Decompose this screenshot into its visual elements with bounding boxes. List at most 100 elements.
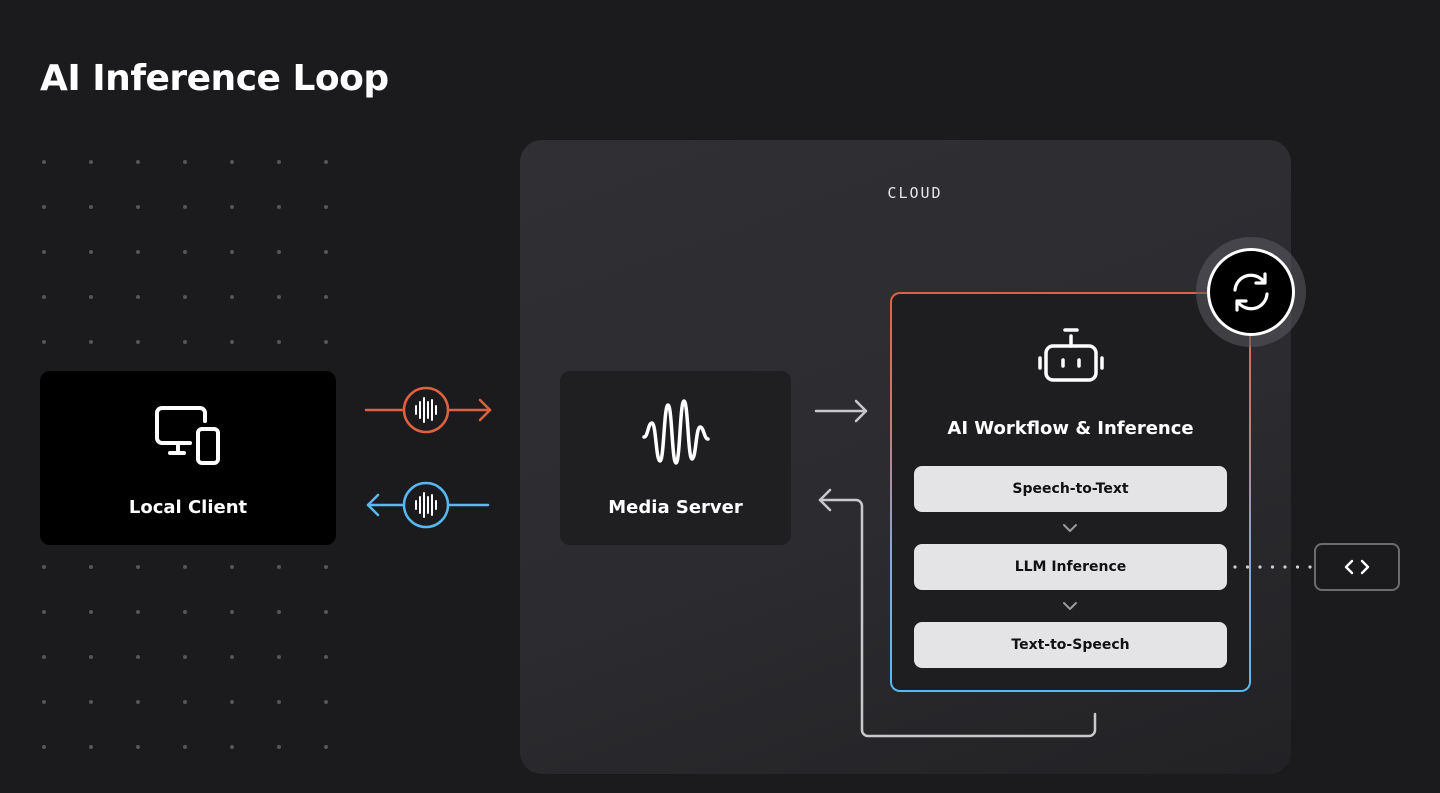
grid-dot [277,250,281,254]
refresh-icon [1233,272,1269,312]
grid-dot [183,250,187,254]
chevron-down-icon [1063,524,1077,532]
return-loop-arrow [818,498,1097,738]
grid-dot [230,160,234,164]
flow-connectors [814,399,1097,738]
grid-dot [89,565,93,569]
grid-dot [42,565,46,569]
grid-dot [230,610,234,614]
step-text-to-speech[interactable]: Text-to-Speech [914,622,1227,668]
grid-dot [277,205,281,209]
ai-workflow-label: AI Workflow & Inference [947,418,1194,439]
connector-dot [1308,565,1312,569]
grid-dot [324,340,328,344]
grid-dot [89,205,93,209]
robot-icon [1038,328,1104,382]
audio-stream-arrows [364,386,492,529]
media-server-node[interactable]: Media Server [560,371,791,545]
grid-dot [42,700,46,704]
connector-dot [1233,565,1237,569]
grid-dot [183,160,187,164]
grid-dot [230,745,234,749]
grid-dot [183,655,187,659]
grid-dot [277,160,281,164]
cloud-label: CLOUD [887,184,943,202]
sync-button[interactable] [1207,248,1295,336]
grid-dot [277,700,281,704]
waveform-icon [642,399,710,465]
grid-dot [324,205,328,209]
grid-dot [277,340,281,344]
grid-dot [89,700,93,704]
devices-icon [155,406,220,465]
dotted-connector [1233,565,1312,569]
grid-dot [230,250,234,254]
connector-dot [1295,565,1300,569]
grid-dot [42,295,46,299]
grid-dot [42,340,46,344]
grid-dot [89,655,93,659]
grid-dot [277,565,281,569]
grid-dot [183,205,187,209]
step-llm-inference[interactable]: LLM Inference [914,544,1227,590]
grid-dot [277,295,281,299]
grid-dot [136,295,140,299]
grid-dot [42,655,46,659]
grid-dot [89,160,93,164]
grid-dot [277,745,281,749]
page-title: AI Inference Loop [40,58,389,99]
grid-dot [183,700,187,704]
grid-dot [324,700,328,704]
grid-dot [89,745,93,749]
ai-workflow-node[interactable]: AI Workflow & Inference Speech-to-Text L… [890,292,1251,692]
local-client-node[interactable]: Local Client [40,371,336,545]
grid-dot [324,295,328,299]
grid-dot [136,340,140,344]
media-server-label: Media Server [608,497,743,518]
grid-dot [324,745,328,749]
grid-dot [324,160,328,164]
grid-dot [324,655,328,659]
grid-dot [324,565,328,569]
grid-dot [136,250,140,254]
grid-dot [42,205,46,209]
grid-dot [183,565,187,569]
grid-dot [42,745,46,749]
grid-dot [42,160,46,164]
incoming-audio-arrow [366,481,490,529]
grid-dot [183,295,187,299]
connector-dot [1270,565,1275,569]
connector-dot [1245,565,1250,569]
grid-dot [136,160,140,164]
code-icon [1344,559,1370,575]
grid-dot [230,340,234,344]
grid-dot [136,745,140,749]
grid-dot [324,250,328,254]
connector-dot [1283,565,1287,569]
grid-dot [89,250,93,254]
outgoing-audio-wave-icon [415,397,437,423]
grid-dot [136,610,140,614]
grid-dot [136,205,140,209]
code-button[interactable] [1314,543,1400,591]
dot-grid-decoration [42,160,328,749]
chevron-down-icon [1063,602,1077,610]
grid-dot [89,610,93,614]
grid-dot [42,250,46,254]
step-speech-to-text[interactable]: Speech-to-Text [914,466,1227,512]
grid-dot [183,745,187,749]
grid-dot [230,565,234,569]
ai-workflow-panel: AI Workflow & Inference Speech-to-Text L… [892,294,1249,690]
local-client-label: Local Client [128,497,248,518]
grid-dot [230,205,234,209]
grid-dot [42,610,46,614]
grid-dot [277,655,281,659]
outgoing-audio-arrow [364,386,492,434]
connector-dot [1258,565,1262,569]
grid-dot [230,655,234,659]
grid-dot [183,340,187,344]
grid-dot [136,565,140,569]
grid-dot [136,655,140,659]
grid-dot [89,295,93,299]
grid-dot [324,610,328,614]
